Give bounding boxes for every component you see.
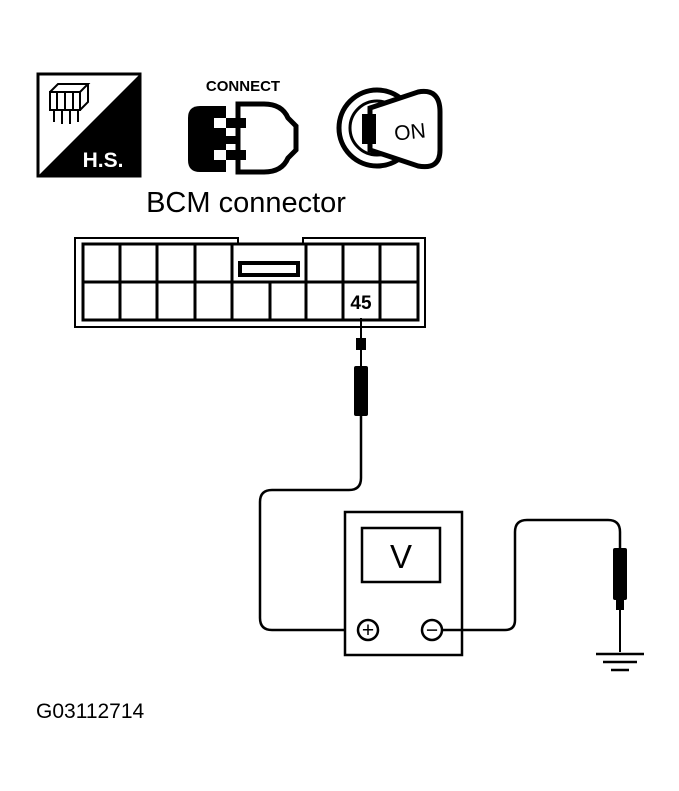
ignition-on-label: ON bbox=[393, 119, 427, 145]
figure-id: G03112714 bbox=[36, 700, 145, 723]
harness-side-icon: H.S. bbox=[36, 72, 142, 178]
bcm-connector: 45 bbox=[74, 237, 426, 328]
ground-icon bbox=[596, 652, 644, 672]
connector-title: BCM connector bbox=[146, 187, 346, 219]
negative-terminal: − bbox=[420, 618, 444, 642]
negative-terminal-symbol: − bbox=[426, 619, 438, 642]
negative-probe bbox=[613, 548, 627, 652]
connect-icon: CONNECT bbox=[188, 78, 299, 175]
positive-probe bbox=[354, 318, 368, 430]
positive-terminal-symbol: + bbox=[362, 619, 374, 642]
harness-side-label: H.S. bbox=[83, 149, 124, 172]
positive-terminal: + bbox=[356, 618, 380, 642]
positive-lead-wire bbox=[258, 430, 363, 632]
negative-lead-wire bbox=[442, 518, 622, 632]
meter-unit-label: V bbox=[390, 538, 412, 575]
ignition-on-icon: ON bbox=[336, 87, 443, 170]
connect-label: CONNECT bbox=[206, 78, 280, 95]
terminal-label: 45 bbox=[350, 293, 372, 314]
harness-connector-sketch-icon bbox=[49, 83, 91, 124]
voltmeter: V + − bbox=[343, 510, 464, 657]
